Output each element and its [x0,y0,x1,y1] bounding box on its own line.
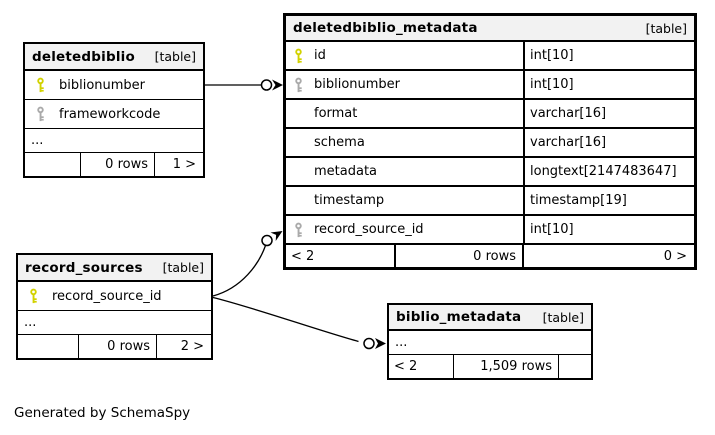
table-header[interactable]: biblio_metadata [table] [389,305,591,331]
table-header[interactable]: deletedbiblio [table] [25,44,203,71]
footer-row-count: 0 rows [80,153,155,176]
column-type: timestamp[19] [523,187,694,214]
footer-related-in [18,335,78,358]
more-columns-ellipsis: ... [25,129,203,153]
generated-by-note: Generated by SchemaSpy [14,405,191,421]
column-type: varchar[16] [523,129,694,156]
table-footer: < 2 0 rows 0 > [286,245,694,267]
table-title: record_sources [25,259,143,276]
column-row: frameworkcode [25,100,203,129]
column-name: format [314,106,358,121]
connector-recordsources-to-bibliometadata [212,296,386,350]
column-row: record_source_id [18,282,211,311]
column-row: id int[10] [286,42,694,71]
column-row: timestamp timestamp[19] [286,187,694,216]
table-title: biblio_metadata [396,309,522,325]
footer-related-in: < 2 [394,359,418,374]
footer-related-out: 2 > [180,339,204,354]
table-footer: 0 rows 1 > [25,153,203,176]
column-name: id [314,48,326,63]
table-title: deletedbiblio_metadata [293,20,478,36]
footer-related-out: 0 > [663,248,687,264]
footer-row-count: 0 rows [394,245,524,267]
column-row: format varchar[16] [286,100,694,129]
column-type: varchar[16] [523,100,694,127]
column-name: frameworkcode [59,106,161,122]
foreign-key-icon [294,77,303,92]
zero-or-one-circle [261,234,273,247]
connector-deletedbiblio-to-metadata [205,79,283,91]
column-type: int[10] [523,42,694,69]
column-type: int[10] [523,216,694,243]
footer-related-in [25,153,80,176]
primary-key-icon [294,48,303,63]
more-columns-ellipsis: ... [389,331,591,355]
table-node-record-sources[interactable]: record_sources [table] record_source_id … [16,253,213,360]
column-type: longtext[2147483647] [523,158,694,185]
more-columns-ellipsis: ... [18,311,211,335]
column-name: metadata [314,164,378,179]
table-footer: 0 rows 2 > [18,335,211,358]
table-node-biblio-metadata[interactable]: biblio_metadata [table] ... < 2 1,509 ro… [387,303,593,380]
column-row: biblionumber [25,71,203,100]
zero-or-one-circle [363,337,375,350]
column-row: metadata longtext[2147483647] [286,158,694,187]
table-node-deletedbiblio-metadata[interactable]: deletedbiblio_metadata [table] id int[10… [283,13,697,270]
footer-row-count: 1,509 rows [453,355,559,378]
column-name: record_source_id [314,222,424,237]
foreign-key-icon [36,106,45,122]
table-footer: < 2 1,509 rows [389,355,591,378]
footer-related-in: < 2 [291,248,315,264]
column-row: record_source_id int[10] [286,216,694,245]
primary-key-icon [36,77,45,93]
table-tag: [table] [645,20,687,36]
table-title: deletedbiblio [32,48,135,65]
footer-related-out: 1 > [172,157,196,172]
table-tag: [table] [162,260,204,275]
foreign-key-icon [294,222,303,237]
column-type: int[10] [523,71,694,98]
column-name: record_source_id [52,288,162,304]
table-node-deletedbiblio[interactable]: deletedbiblio [table] biblionumber frame… [23,42,205,178]
column-row: biblionumber int[10] [286,71,694,100]
column-row: schema varchar[16] [286,129,694,158]
zero-or-one-circle [260,79,273,91]
primary-key-icon [29,288,38,304]
table-header[interactable]: record_sources [table] [18,255,211,282]
column-name: biblionumber [59,77,146,93]
arrowhead [272,79,283,91]
column-name: timestamp [314,193,385,208]
table-tag: [table] [154,49,196,64]
table-header[interactable]: deletedbiblio_metadata [table] [286,16,694,42]
connector-recordsources-to-metadata [212,231,283,297]
column-name: schema [314,135,365,150]
table-tag: [table] [542,309,584,325]
footer-related-out [559,355,591,378]
footer-row-count: 0 rows [78,335,157,358]
arrowhead [270,231,283,241]
arrowhead [375,338,386,349]
column-name: biblionumber [314,77,401,92]
